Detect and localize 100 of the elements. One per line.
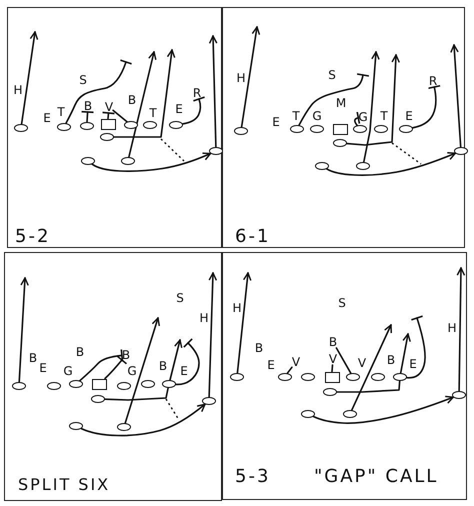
route-arrow — [346, 54, 400, 146]
player-oval — [69, 422, 83, 430]
route-arrow — [456, 267, 466, 392]
player-oval — [81, 157, 95, 165]
position-letter: V — [328, 353, 338, 365]
block-line — [412, 85, 441, 129]
player-oval — [454, 147, 468, 155]
player-oval — [356, 162, 370, 170]
center-square — [100, 118, 116, 130]
panel-caption: 6-1 — [235, 228, 270, 246]
position-letter: G — [358, 111, 368, 123]
position-letter: B — [84, 100, 92, 112]
block-line — [102, 112, 116, 120]
player-oval — [202, 397, 216, 405]
position-letter: B — [158, 360, 168, 372]
position-letter: T — [149, 107, 157, 119]
diagram-panel — [222, 7, 465, 248]
player-oval — [301, 410, 315, 418]
route-arrow — [113, 49, 176, 138]
position-letter: M — [336, 97, 346, 109]
position-letter: E — [175, 103, 183, 115]
position-letter: G — [312, 110, 322, 122]
position-letter: G — [63, 365, 73, 377]
position-letter: B — [254, 342, 264, 354]
player-oval — [371, 373, 385, 381]
route-arrow — [240, 26, 260, 128]
diagram-panel — [7, 7, 222, 248]
player-oval — [323, 388, 337, 396]
player-oval — [80, 122, 94, 130]
player-oval — [117, 382, 131, 390]
position-letter: H — [236, 72, 246, 84]
player-oval — [169, 121, 183, 129]
player-oval — [310, 125, 324, 133]
position-letter: B — [122, 349, 130, 361]
panel-caption: 5-2 — [15, 228, 50, 246]
path-line — [104, 387, 169, 401]
route-arrow — [208, 35, 218, 148]
block-line — [354, 111, 361, 126]
panel-caption: 5-3 — [235, 468, 270, 486]
panel-caption: "GAP" CALL — [314, 468, 438, 486]
position-letter: E — [272, 116, 280, 128]
player-oval — [47, 382, 61, 390]
position-letter: E — [267, 359, 275, 371]
position-letter: H — [447, 322, 457, 334]
position-letter: E — [180, 365, 188, 377]
player-oval — [143, 121, 157, 129]
position-letter: T — [380, 110, 388, 122]
position-letter: S — [328, 69, 336, 81]
center-square — [332, 124, 348, 134]
player-oval — [343, 410, 357, 418]
player-oval — [57, 123, 71, 131]
player-oval — [12, 382, 26, 390]
player-oval — [141, 380, 155, 388]
player-oval — [399, 125, 413, 133]
position-letter: V — [358, 357, 366, 369]
player-oval — [353, 125, 367, 133]
position-letter: T — [57, 106, 65, 118]
player-oval — [315, 162, 329, 170]
block-line — [79, 348, 124, 382]
diagram-panel — [4, 252, 222, 501]
position-letter: G — [127, 365, 137, 377]
player-oval — [230, 373, 244, 381]
position-letter: E — [405, 110, 413, 122]
player-oval — [393, 373, 407, 381]
block-line — [298, 73, 370, 126]
route-arrow — [91, 152, 212, 172]
path-line — [336, 380, 400, 393]
path-line — [336, 347, 352, 374]
position-letter: B — [76, 346, 84, 358]
player-oval — [124, 121, 138, 129]
route-arrow — [20, 31, 38, 125]
path-line — [331, 364, 334, 372]
player-oval — [14, 124, 28, 132]
position-letter: R — [192, 87, 202, 99]
route-arrow — [208, 272, 218, 398]
block-line — [406, 315, 426, 379]
player-oval — [333, 139, 347, 147]
path-line — [112, 110, 128, 122]
route-arrow — [400, 333, 411, 374]
diagram-panel — [222, 252, 467, 500]
route-arrow — [124, 317, 160, 424]
route-arrow — [169, 339, 182, 381]
route-arrow — [450, 44, 462, 148]
position-letter: E — [39, 362, 47, 374]
route-arrow — [363, 51, 380, 163]
player-oval — [117, 423, 131, 431]
route-arrow — [80, 404, 206, 436]
position-letter: E — [409, 358, 417, 370]
player-oval — [209, 147, 223, 155]
block-line — [65, 59, 132, 124]
player-oval — [452, 391, 466, 399]
player-oval — [91, 395, 105, 403]
block-line — [182, 96, 206, 125]
position-letter: B — [386, 354, 396, 366]
position-letter: H — [13, 84, 23, 96]
player-oval — [100, 133, 114, 141]
player-oval — [346, 373, 360, 381]
player-oval — [278, 373, 292, 381]
route-arrow — [312, 396, 454, 424]
position-letter: E — [43, 112, 51, 124]
